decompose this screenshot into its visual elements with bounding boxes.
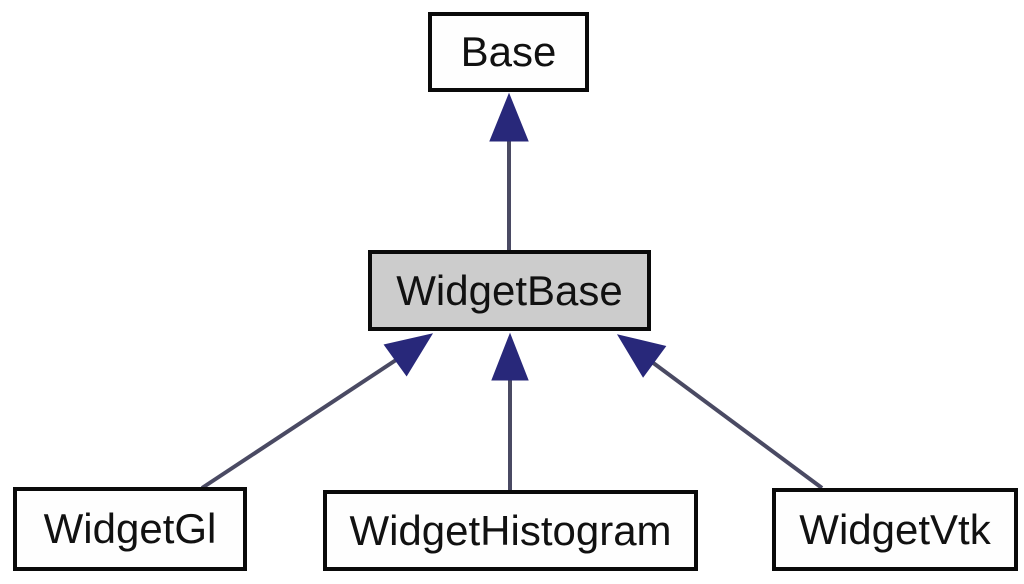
node-widgetvtk-label: WidgetVtk [799, 505, 991, 553]
arrowhead-widgetvtk-to-widgetbase [616, 334, 667, 378]
arrowhead-widgetgl-to-widgetbase [383, 333, 434, 377]
node-widgetvtk[interactable]: WidgetVtk [772, 488, 1018, 571]
node-base-label: Base [460, 28, 557, 75]
edge-widgetvtk-to-widgetbase [650, 360, 824, 490]
edge-widgetgl-to-widgetbase [200, 358, 398, 490]
arrowhead-widgethistogram-to-widgetbase [491, 332, 529, 381]
node-widgetbase[interactable]: WidgetBase [368, 250, 651, 331]
node-widgethistogram[interactable]: WidgetHistogram [323, 490, 698, 571]
node-widgetbase-label: WidgetBase [396, 266, 623, 314]
arrowhead-widgetbase-to-base [489, 92, 529, 142]
node-base[interactable]: Base [428, 12, 589, 92]
node-widgetgl-label: WidgetGl [43, 505, 217, 552]
node-widgetgl[interactable]: WidgetGl [13, 487, 247, 571]
node-widgethistogram-label: WidgetHistogram [349, 506, 672, 554]
